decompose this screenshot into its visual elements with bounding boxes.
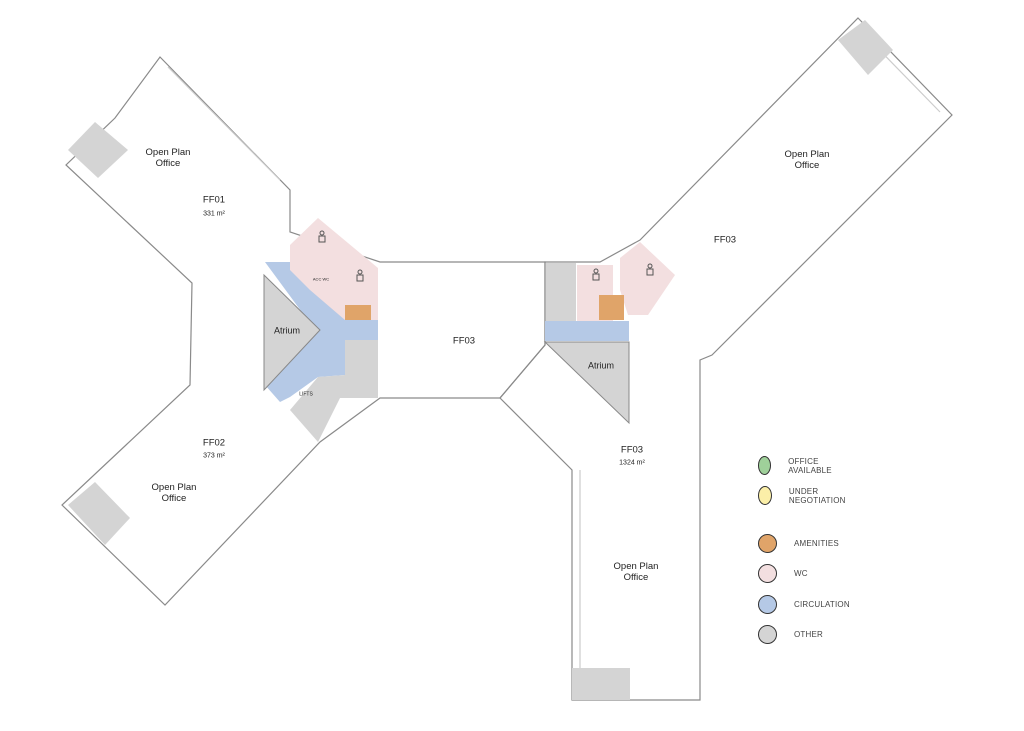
ff03-center-label: FF03 [452,335,476,347]
atrium-right-label: Atrium [587,360,615,371]
stair-core-s [572,668,630,700]
right-building-outline [499,17,953,701]
amenities-left [345,305,371,320]
stair-core-ne [838,20,893,75]
ff02-unit-id: FF02 [202,437,226,449]
legend-label: CIRCULATION [794,600,850,609]
legend-item-other: OTHER [758,625,823,644]
stair-right [546,263,576,321]
legend-label: OTHER [794,630,823,639]
atrium-right [543,341,630,425]
ff01-unit-id: FF01 [202,194,226,206]
amenities-right [599,295,624,320]
ff03-s-unit-id: FF03 [620,444,644,456]
legend-item-amenities: AMENITIES [758,534,839,553]
wc-swatch [758,564,777,583]
stair-core-sw [68,482,130,545]
legend-item-office-available: OFFICE AVAILABLE [758,456,838,475]
lifts-label: LIFTS [299,391,313,398]
legend-item-wc: WC [758,564,808,583]
acc-wc-label: ACC WC [312,276,330,282]
other-swatch [758,625,777,644]
atrium-left-label: Atrium [273,325,301,336]
ff01-area: 331 m² [203,210,225,218]
circulation-swatch [758,595,777,614]
wc-area-right-2 [620,242,675,315]
legend-label: WC [794,569,808,578]
circulation-area-left [265,262,378,402]
legend-item-under-negotiation: UNDER NEGOTIATION [758,486,851,505]
legend-item-circulation: CIRCULATION [758,595,850,614]
stair-core-nw [68,122,128,178]
other-area-left [290,340,378,442]
under-negotiation-swatch [758,486,772,505]
wc-area-left [290,218,378,320]
circulation-area-right [545,321,629,341]
ff02-area: 373 m² [203,452,225,460]
legend-label: AMENITIES [794,539,839,548]
ff03-s-area: 1324 m² [619,459,645,467]
amenities-swatch [758,534,777,553]
office-available-swatch [758,456,772,475]
ff03-ne-label: FF03 [713,234,737,246]
legend-label: OFFICE AVAILABLE [788,456,832,475]
legend-label: UNDER NEGOTIATION [788,486,846,505]
atrium-left [263,273,321,392]
